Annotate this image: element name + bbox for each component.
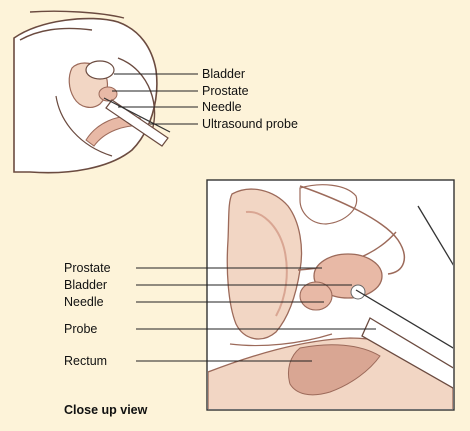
closeup-label-needle: Needle	[64, 295, 104, 309]
closeup-needle	[355, 289, 453, 349]
overview-back-curve	[19, 27, 93, 41]
closeup-body-curve	[299, 185, 406, 275]
closeup-caption: Close up view	[64, 403, 148, 417]
overview-inner-curve	[55, 95, 113, 157]
closeup-label-bladder: Bladder	[64, 278, 107, 292]
closeup-bladder-cavity	[299, 184, 358, 225]
closeup-label-rectum: Rectum	[64, 354, 107, 368]
label-ultrasound-probe: Ultrasound probe	[202, 117, 298, 131]
closeup-rectum-outline	[229, 333, 333, 347]
overview-probe	[105, 99, 169, 147]
closeup-pubic-inner	[245, 210, 288, 317]
label-bladder: Bladder	[202, 67, 245, 81]
overview-illustration	[13, 10, 171, 174]
closeup-seminal	[299, 281, 333, 311]
closeup-prostate	[313, 253, 383, 299]
overview-labels: Bladder Prostate Needle Ultrasound probe	[112, 67, 298, 131]
closeup-label-probe: Probe	[64, 322, 97, 336]
label-prostate: Prostate	[202, 84, 249, 98]
closeup-panel	[206, 179, 455, 411]
label-needle: Needle	[202, 100, 242, 114]
closeup-label-prostate: Prostate	[64, 261, 111, 275]
closeup-labels: Prostate Bladder Needle Probe Rectum Clo…	[64, 261, 376, 417]
overview-top-line	[29, 10, 125, 19]
closeup-diagonal-line	[417, 205, 453, 266]
overview-needle	[103, 97, 171, 133]
closeup-needle-tip	[350, 284, 366, 300]
closeup-probe	[361, 317, 453, 389]
overview-prostate	[98, 86, 118, 102]
overview-bladder	[85, 60, 115, 80]
closeup-rectum-wall	[287, 344, 381, 396]
